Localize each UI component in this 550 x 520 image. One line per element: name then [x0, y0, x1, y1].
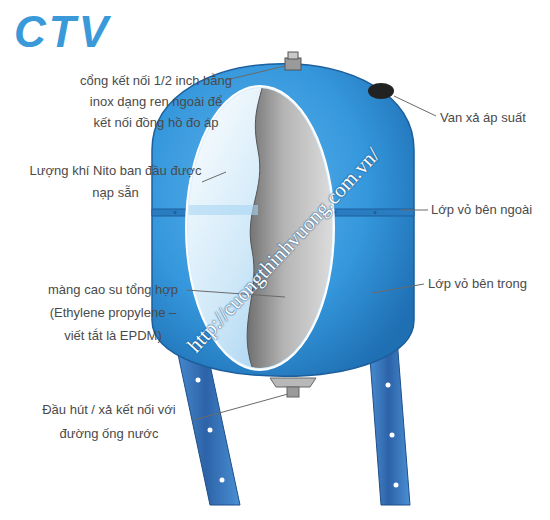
leader-line	[372, 284, 424, 293]
callout-label: Van xả áp suất	[440, 108, 526, 128]
leader-line	[202, 172, 226, 182]
leader-line	[402, 210, 428, 211]
callout-label: Lớp vỏ bên trong	[428, 274, 527, 294]
leader-line	[394, 96, 436, 116]
callout-label: màng cao su tổng hợp (Ethylene propylene…	[38, 278, 188, 347]
logo: CTV	[14, 6, 134, 58]
top-fitting	[285, 58, 301, 70]
leader-line	[194, 394, 288, 420]
callout-label: Đầu hút / xả kết nối với đường ống nước	[25, 398, 193, 446]
callout-label: Lượng khí Nito ban đầu được nạp sẵn	[28, 160, 203, 204]
leader-line	[226, 66, 285, 80]
callout-label: cổng kết nối 1/2 inch bằng inox dạng ren…	[80, 70, 232, 133]
bottom-fitting	[270, 378, 316, 387]
callout-label: Lớp vỏ bên ngoài	[431, 200, 532, 220]
pressure-valve	[368, 83, 394, 99]
